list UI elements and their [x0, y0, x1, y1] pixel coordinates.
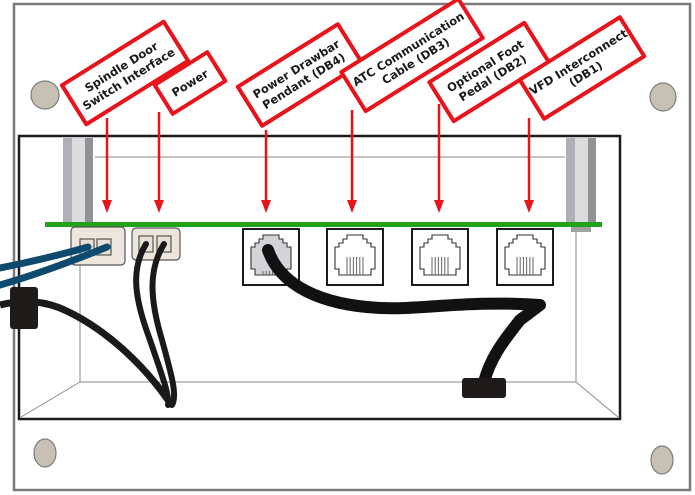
blue-cable-pair	[0, 243, 111, 289]
db3-jack	[326, 228, 384, 286]
screw-icon	[30, 80, 60, 110]
standoff-right	[566, 138, 596, 232]
arrow-power-drawbar	[261, 130, 271, 213]
arrow-atc-comm	[347, 110, 357, 213]
db2-jack	[411, 228, 469, 286]
power-cable-pair	[133, 241, 178, 408]
arrow-power	[154, 112, 164, 213]
ferrite-core	[10, 287, 38, 329]
arrow-vfd	[524, 118, 534, 213]
screw-icon	[650, 445, 674, 475]
spindle-door-terminal	[70, 226, 126, 266]
screw-icon	[649, 82, 677, 112]
standoff-left	[63, 138, 93, 223]
arrow-spindle-door	[102, 118, 112, 213]
screw-icon	[33, 438, 57, 468]
pcb-board-edge	[45, 222, 602, 227]
label-power: Power	[152, 50, 228, 116]
arrow-foot-pedal	[434, 104, 444, 213]
black-cable-left	[0, 287, 171, 403]
cable-plug	[462, 378, 506, 398]
db1-jack	[496, 228, 554, 286]
db4-pendant-cable	[262, 244, 546, 398]
